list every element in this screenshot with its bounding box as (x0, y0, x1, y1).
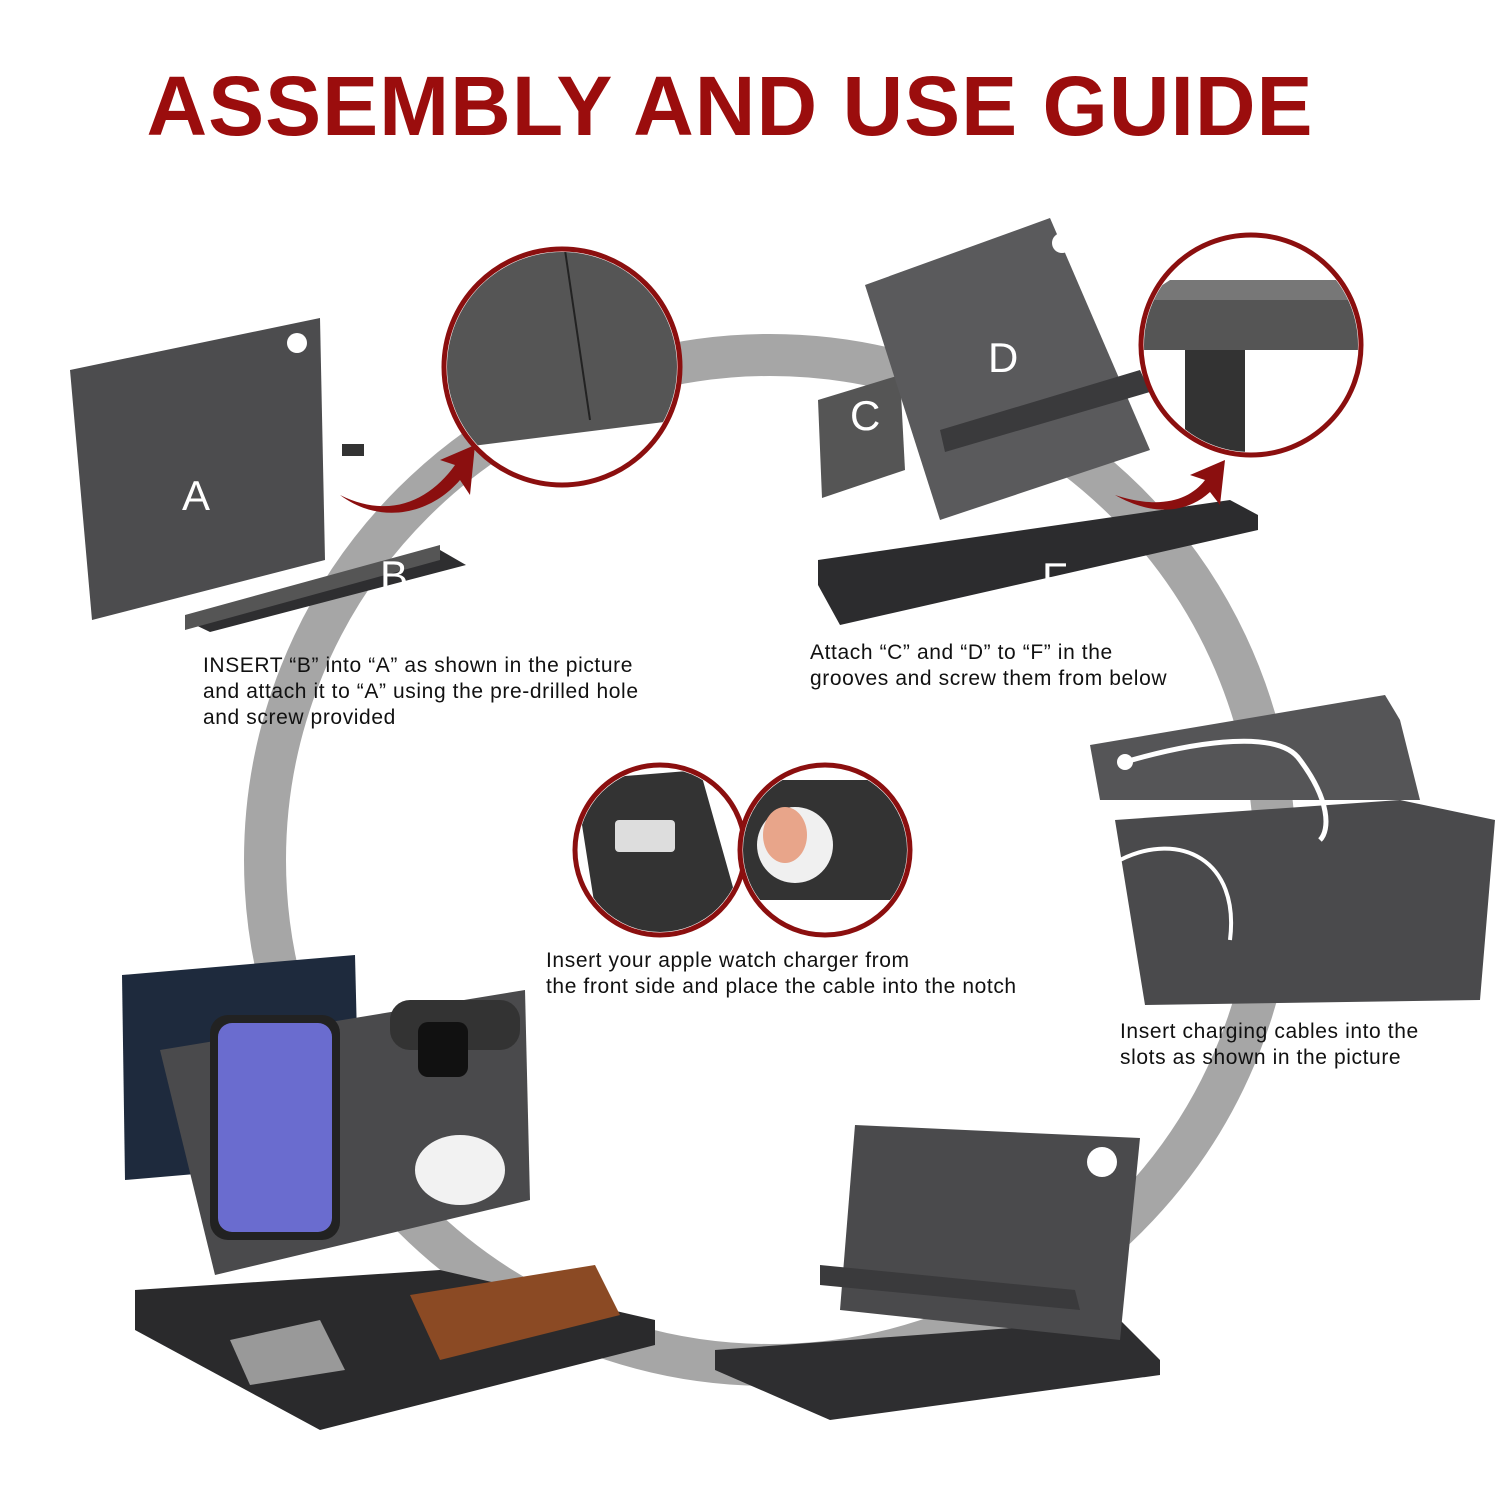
step2-assembly: C D F (818, 218, 1258, 625)
detail-circle-1 (441, 246, 683, 488)
step1-caption: INSERT “B” into “A” as shown in the pict… (203, 654, 639, 729)
step4-watch-charger (572, 762, 913, 938)
part-b-label: B (380, 552, 408, 599)
product-photo (122, 955, 655, 1430)
part-c-label: C (850, 392, 880, 439)
step1-panels: A B (70, 318, 466, 632)
step3-caption: Insert charging cables into the slots as… (1120, 1020, 1419, 1069)
part-a-label: A (182, 472, 210, 519)
part-d-label: D (988, 334, 1018, 381)
step4-caption: Insert your apple watch charger from the… (546, 949, 1017, 998)
step3-cables (1090, 695, 1495, 1005)
arrow-icon (340, 445, 475, 513)
step2-caption: Attach “C” and “D” to “F” in the grooves… (810, 641, 1168, 690)
page-title: ASSEMBLY AND USE GUIDE (146, 59, 1314, 153)
arrow-icon (1115, 460, 1225, 510)
product-finished (715, 1125, 1160, 1420)
detail-circle-2 (1138, 232, 1364, 458)
part-f-label: F (1042, 554, 1068, 601)
